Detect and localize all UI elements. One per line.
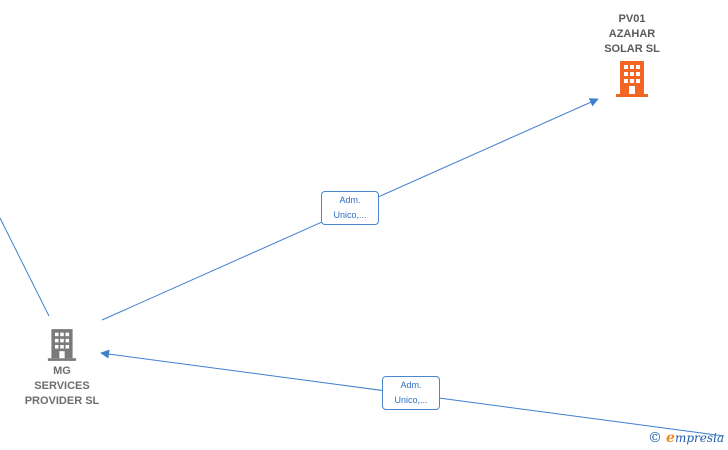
node-mg-label-line: PROVIDER SL — [24, 395, 100, 407]
node-pv01-label-line: SOLAR SL — [604, 43, 660, 55]
node-mg-services-provider[interactable]: MG SERVICES PROVIDER SL — [12, 328, 112, 409]
node-pv01-azahar-solar[interactable]: PV01 AZAHAR SOLAR SL — [580, 12, 684, 97]
building-icon — [616, 61, 648, 97]
edge-label-right-to-mg[interactable]: Adm. Unico,... — [382, 376, 440, 410]
edge-label-line: Adm. — [400, 380, 422, 390]
edge-label-line: Unico,... — [394, 395, 428, 405]
edge-label-mg-to-pv01[interactable]: Adm. Unico,... — [321, 191, 379, 225]
edge-line-offscreen-topleft — [0, 217, 50, 317]
edge-label-line: Adm. — [339, 195, 361, 205]
node-pv01-label: PV01 AZAHAR SOLAR SL — [580, 12, 684, 57]
building-icon — [47, 329, 77, 361]
node-mg-label-line: SERVICES — [34, 380, 90, 392]
edge-label-line: Unico,... — [333, 210, 367, 220]
node-pv01-label-line: PV01 — [618, 13, 646, 25]
copyright-icon: © — [648, 430, 663, 446]
node-mg-label: MG SERVICES PROVIDER SL — [12, 364, 112, 409]
brand-watermark: © empresia — [648, 430, 724, 446]
brand-logo: empresia — [666, 430, 724, 446]
node-pv01-label-line: AZAHAR — [608, 28, 656, 40]
brand-logo-name: mpresia — [674, 431, 724, 445]
brand-logo-initial: e — [666, 430, 675, 446]
node-mg-label-line: MG — [53, 365, 71, 377]
